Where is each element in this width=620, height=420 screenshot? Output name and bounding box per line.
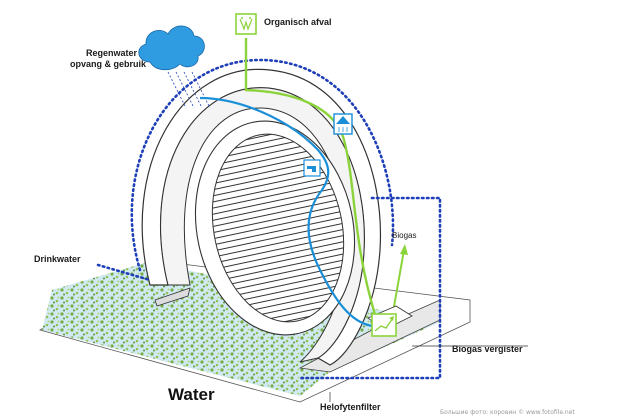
label-water: Water <box>168 385 215 404</box>
label-regenwater-line1: Regenwater <box>86 48 138 58</box>
rain-streaks <box>167 71 211 109</box>
label-regenwater-line2: opvang & gebruik <box>70 59 147 69</box>
biogas-flow-arrow <box>400 244 408 255</box>
watermark: Большие фото: коровин © www.fotofile.net <box>440 409 575 416</box>
organic-flow-line <box>244 38 378 319</box>
label-biogas-vergister: Biogas vergister <box>452 344 523 354</box>
label-organisch-afval: Organisch afval <box>264 17 332 27</box>
label-helofytenfilter: Helofytenfilter <box>320 402 381 412</box>
drinkwater-dotted <box>96 263 152 282</box>
louvre-window <box>211 133 345 323</box>
rainwater-dotted-loop <box>130 58 395 272</box>
organic-waste-icon <box>235 13 257 35</box>
water-flow-line <box>199 96 373 328</box>
water-drop-icon <box>333 113 353 135</box>
biogas-chart-icon <box>371 313 397 337</box>
rainwater-dotted-right <box>298 196 442 380</box>
ring-front-foot <box>154 287 191 307</box>
tap-icon <box>303 159 321 177</box>
label-drinkwater: Drinkwater <box>34 254 81 264</box>
cloud-icon <box>138 25 205 71</box>
label-biogas: Biogas <box>392 231 416 240</box>
